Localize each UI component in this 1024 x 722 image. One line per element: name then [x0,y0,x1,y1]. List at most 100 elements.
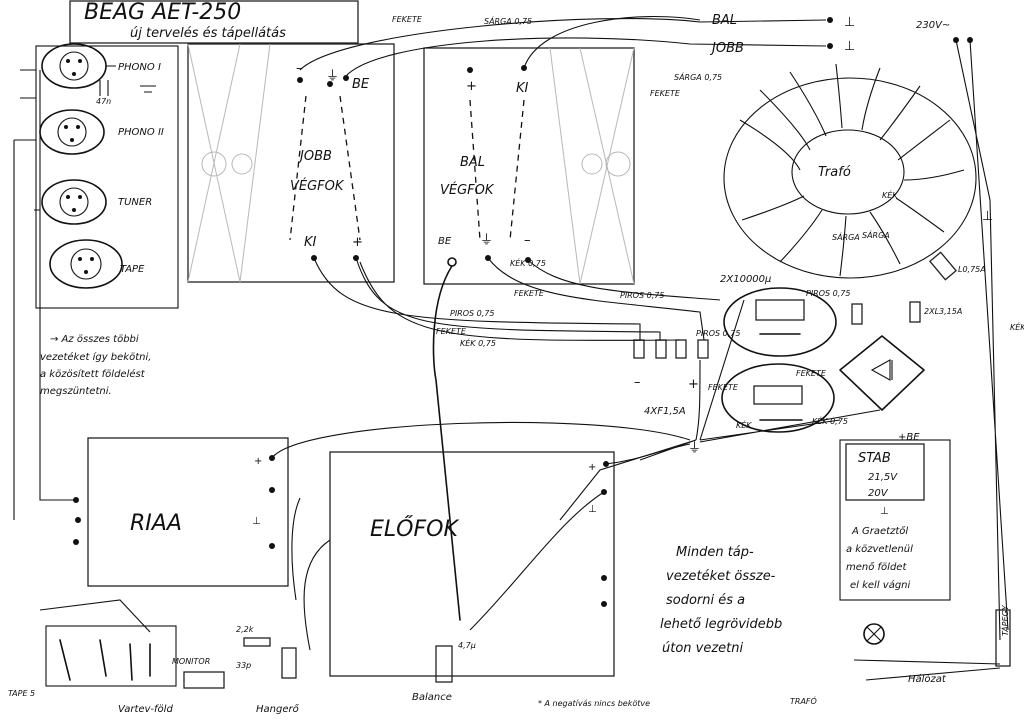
jobb-term-gnd: ⏚ [326,69,339,84]
elofok-gnd: ⊥ [588,504,597,515]
fuse-main [929,251,957,281]
speaker-jobb-gnd: ⊥ [844,39,855,54]
wire-label-sarga-top: SÁRGA 0,75 [484,15,532,26]
elofok-board [329,451,615,677]
title-line-2: új tervelés és tápellátás [130,26,286,41]
monitor-label: MONITOR [172,657,210,666]
bal-term-be: BE [438,236,452,247]
wire-label-sarga-mid: SÁRGA 0,75 [674,71,722,82]
bal-vegfok-title-2: VÉGFOK [440,182,495,198]
label-phono1: PHONO I [118,62,161,73]
routing-note-4: lehető legrövidebb [660,617,782,632]
ground-note-line-3: a közösített földelést [40,368,146,380]
fuse-bank-minus: – [634,375,641,390]
fuse-main-label: L0,75A [958,265,986,274]
volume-pot [281,647,297,679]
fuse-secondary-label: 2XL3,15A [924,307,962,316]
speaker-terminals: BAL JOBB ⊥ ⊥ FEKETE SÁRGA 0,75 SÁRGA 0,7… [299,13,855,98]
label-tape: TAPE [120,264,145,275]
bal-term-minus: – [524,233,531,248]
input-panel-outline [35,45,179,309]
fuse-bank-label: 4XF1,5A [644,406,686,417]
routing-note-5: úton vezetni [662,641,744,656]
hangero-label: Hangerő [256,703,300,715]
din-socket-phono1: PHONO I 47n [41,43,161,106]
jobb-term-plus: + [352,235,363,250]
jobb-term-ki: KI [304,235,317,250]
ground-note-line-4: megszüntetni. [40,386,112,397]
graetz-note-2: a közvetlenül [846,544,913,555]
stab-gnd: ⊥ [880,506,889,517]
riaa-plus: + [254,456,262,467]
transformer: Trafó KÉK SÁRGA SÁRGA [723,63,977,279]
trafo-bottom-label: TRAFÓ [790,695,817,706]
wire-label-piros-cap: PIROS 0,75 [806,289,850,298]
main-ground-symbol: ⏚ [688,441,701,456]
jobb-term-minus: – [296,61,303,76]
graetz-note-3: menő földet [846,561,907,573]
riaa-module: RIAA + ⊥ [73,421,691,587]
bal-vegfok-board [423,47,635,285]
speaker-bal-label: BAL [712,13,737,28]
wire-label-kek-right: KÉK [1010,321,1024,332]
toroid-outer [723,77,977,279]
bridge-rectifier [839,303,925,411]
label-phono2: PHONO II [118,127,164,138]
mains-input: 230V~ ⊥ [916,20,1009,641]
input-shield-wire [13,69,40,520]
wire-jobb-out [345,37,827,77]
riaa-gnd: ⊥ [252,516,261,527]
wire-bal-out [299,17,827,71]
balance-pot [435,645,453,683]
front-controls: TAPE 5 Vartev-föld MONITOR 2,2k 33p Hang… [8,599,1011,715]
jobb-vegfok-module: JOBB VÉGFOK – ⏚ BE KI + [187,43,395,283]
din-socket-tape: TAPE [49,239,145,289]
riaa-label: RIAA [130,511,182,536]
fuse-bank: – + 4XF1,5A PIROS 0,75 FEKETE ⏚ [633,329,740,456]
wire-label-kek-cap-2: KÉK 0,75 [812,415,848,426]
title-line-1: BEAG AET-250 [84,0,241,25]
jobb-vegfok-board [187,43,395,283]
bal-term-plus: + [466,79,477,94]
ground-note: → Az összes többi vezetéket így bekötni,… [40,334,151,397]
routing-note-1: Minden táp- [676,545,754,560]
wire-label-fekete-harness: FEKETE [436,327,467,336]
mains-label: 230V~ [916,20,950,31]
din-socket-phono2: PHONO II [39,109,164,155]
wire-label-kek-harness: KÉK 0,75 [460,337,496,348]
toroid-inner [791,129,905,215]
elofok-plus: + [588,462,596,473]
halozat-label: Hálózat [908,673,947,685]
input-signal-wire [39,70,78,501]
wire-label-fekete-harness-2: FEKETE [514,289,545,298]
wire-label-fekete-mid: FEKETE [650,89,681,98]
jobb-term-be: BE [352,77,370,92]
graetz-note-1: A Graetztől [851,525,908,537]
cap-2 [721,363,835,433]
stab-regulator: STAB 21,5V 20V +BE ⊥ [839,432,951,601]
wire-label-fekete-fuse: FEKETE [708,383,739,392]
mains-lamp [863,623,885,645]
din-socket-tuner: TUNER [41,179,152,225]
routing-note-2: vezetéket össze- [666,569,776,584]
wire-label-piros-harness: PIROS 0,75 [450,309,494,318]
bottom-note: * A negatívás nincs bekötve [538,699,650,708]
elofok-module: ELŐFOK + ⊥ [291,443,691,677]
stab-v1: 21,5V [868,472,898,483]
bal-term-gnd: ⏚ [480,233,493,248]
stab-v2: 20V [868,488,889,499]
wire-label-sarga-trafo-2: SÁRGA [832,231,860,242]
stab-box [845,443,925,501]
tape-switch-block [45,625,177,687]
fuse-secondary [909,301,921,323]
wire-label-kek-cap: KÉK [736,419,752,430]
wire-label-kek-trafo: KÉK [882,189,898,200]
graetz-note-4: el kell vágni [850,579,911,591]
balance-label: Balance [412,692,452,703]
c-47u-label: 4,7µ [458,641,476,650]
c-33p-label: 33p [236,661,251,670]
wire-label-kek-bal: KÉK 0,75 [510,257,546,268]
title-block: BEAG AET-250 új tervelés és tápellátás [69,0,359,44]
stab-be: +BE [898,432,920,443]
